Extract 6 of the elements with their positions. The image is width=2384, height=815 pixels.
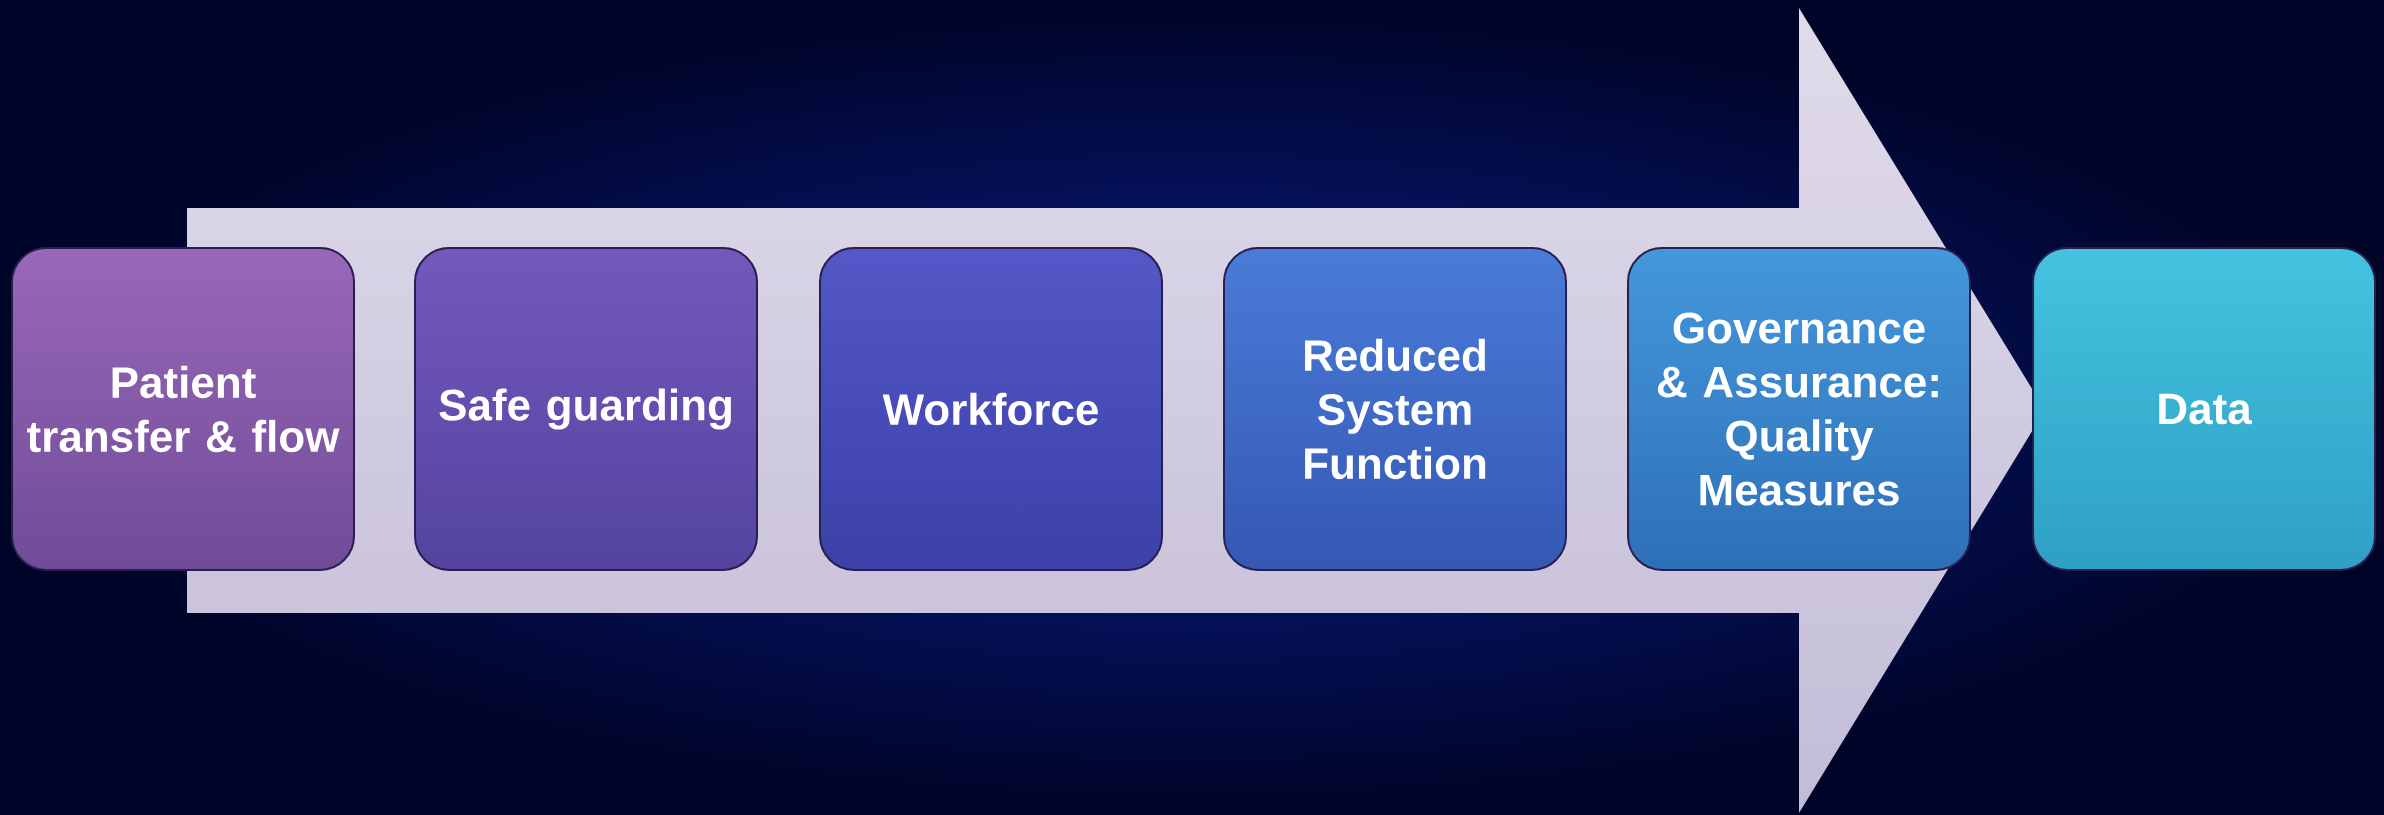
process-box: Safe guarding bbox=[414, 247, 758, 571]
process-box: Data bbox=[2032, 247, 2376, 571]
process-box: Governance & Assurance: Quality Measures bbox=[1627, 247, 1971, 571]
process-box: Reduced System Function bbox=[1223, 247, 1567, 571]
process-box: Patient transfer & flow bbox=[11, 247, 355, 571]
process-box: Workforce bbox=[819, 247, 1163, 571]
